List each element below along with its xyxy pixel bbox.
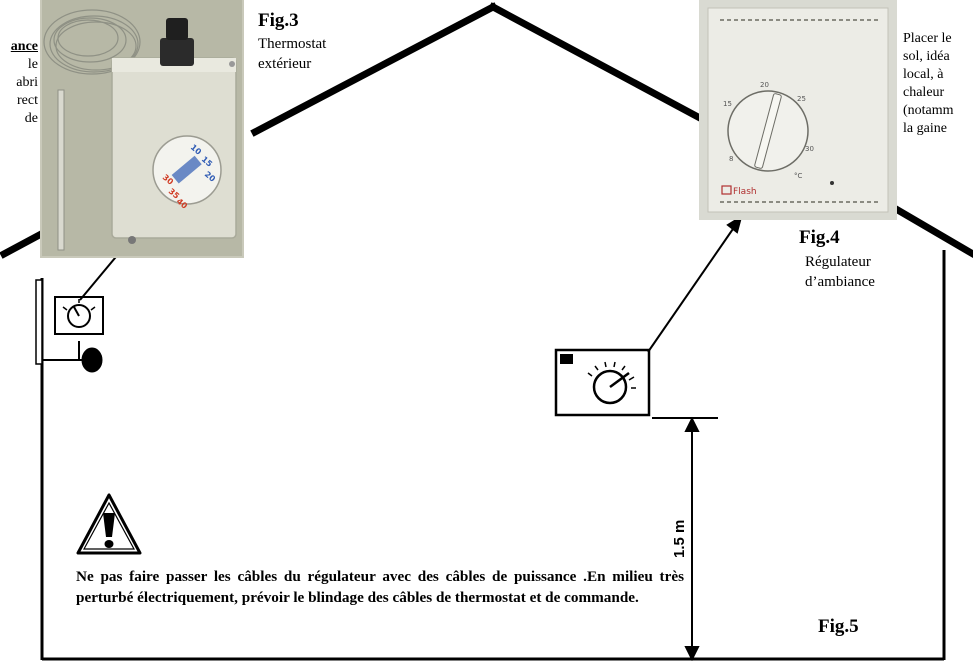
right-text-line: sol, idéa <box>903 49 950 64</box>
dial-number: 8 <box>729 155 733 163</box>
fig3-caption-line: extérieur <box>258 56 312 72</box>
fig3-caption: Thermostat extérieur <box>258 34 326 74</box>
fig3-label: Fig.3 <box>258 10 299 31</box>
fig4-caption-line: d’ambiance <box>805 274 875 290</box>
fig4-caption: Régulateur d’ambiance <box>805 252 875 292</box>
brand-logo: Flash <box>733 187 757 197</box>
fig3-caption-line: Thermostat <box>258 36 327 52</box>
dial-number: 30 <box>805 145 814 153</box>
fig5-label: Fig.5 <box>818 616 859 637</box>
right-cropped-text: Placer le sol, idéa local, à chaleur (no… <box>903 30 973 138</box>
left-text-line: abri <box>16 75 38 90</box>
dial-number: 15 <box>723 100 732 108</box>
left-text-line: le <box>27 57 38 72</box>
right-text-line: local, à <box>903 67 944 82</box>
external-thermostat-schematic <box>35 279 104 373</box>
left-cropped-text: ance le abri rect de <box>0 38 38 128</box>
warning-text: Ne pas faire passer les câbles du régula… <box>76 568 684 606</box>
height-dimension-label: 1.5 m <box>671 520 688 558</box>
dial-number: 20 <box>760 81 769 89</box>
roof <box>0 2 973 259</box>
warning-triangle-icon <box>76 493 142 555</box>
left-text-line: ance <box>10 39 38 54</box>
right-text-line: chaleur <box>903 85 945 100</box>
height-dimension <box>652 416 718 661</box>
left-text-line: rect <box>17 93 38 108</box>
right-text-line: (notamm <box>903 103 954 118</box>
dial-number: 25 <box>797 95 806 103</box>
right-text-line: Placer le <box>903 31 952 46</box>
photo-external-thermostat: 10 15 20 30 35 40 <box>40 0 244 258</box>
right-text-line: la gaine <box>903 121 947 136</box>
temperature-unit: °C <box>794 172 803 180</box>
fig4-label: Fig.4 <box>799 227 840 248</box>
ambient-regulator-schematic <box>554 348 651 417</box>
photo-ambient-regulator: 20 15 25 30 8 °C Flash <box>699 0 897 220</box>
fig4-caption-line: Régulateur <box>805 254 871 270</box>
left-text-line: de <box>24 111 38 126</box>
